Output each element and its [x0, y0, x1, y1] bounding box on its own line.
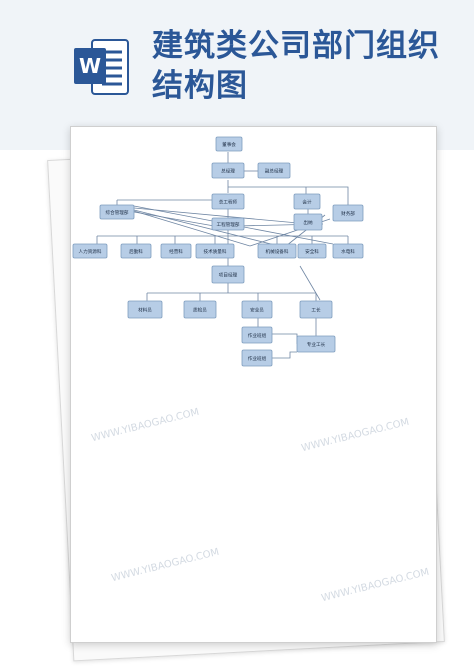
org-node-team-b: 作业班组	[241, 349, 273, 367]
org-node-box	[257, 243, 297, 259]
org-node-box	[211, 162, 245, 179]
org-node-label: 作业班组	[248, 355, 267, 362]
org-node-safety: 安全员	[241, 300, 273, 319]
org-node-box	[332, 204, 364, 222]
org-node-label: 工长	[311, 307, 321, 314]
org-node-box	[241, 300, 273, 319]
word-logo-letter: W	[79, 54, 101, 78]
org-node-machine: 机械设备科	[257, 243, 297, 259]
org-node-cashier: 出纳	[293, 213, 323, 231]
org-node-label: 材料员	[138, 307, 152, 314]
org-node-tech: 技术质量科	[195, 243, 235, 259]
org-node-label: 专业工长	[307, 341, 326, 348]
org-node-gm: 总经理	[211, 162, 245, 179]
org-node-box	[211, 217, 245, 231]
org-node-label: 作业班组	[248, 332, 267, 339]
org-node-box	[257, 162, 291, 179]
org-node-label: 董事会	[222, 141, 236, 148]
org-node-label: 项目经理	[219, 272, 238, 279]
org-node-safety-dept: 安全科	[297, 243, 327, 259]
org-node-label: 总经理	[221, 168, 235, 175]
org-node-box	[211, 193, 245, 210]
org-node-label: 机械设备科	[266, 248, 289, 255]
org-node-label: 经营科	[169, 248, 183, 255]
org-node-chief-eng: 总工程师	[211, 193, 245, 210]
org-node-eng-mgmt: 工程管理部	[211, 217, 245, 231]
org-node-box	[296, 335, 336, 353]
org-node-box	[160, 243, 192, 259]
org-node-label: 水电科	[341, 248, 355, 255]
org-node-label: 副总经理	[265, 168, 284, 175]
org-node-water: 水电科	[332, 243, 364, 259]
org-node-label: 财务部	[341, 210, 355, 217]
org-node-box	[127, 300, 163, 319]
org-node-hr: 人力资源科	[72, 243, 108, 259]
org-node-deputy: 副总经理	[257, 162, 291, 179]
org-node-budget: 经营科	[160, 243, 192, 259]
org-node-worker: 专业工长	[296, 335, 336, 353]
org-node-label: 安全科	[305, 248, 319, 255]
org-node-box	[183, 300, 217, 319]
org-node-label: 后勤科	[129, 248, 143, 255]
org-node-box	[211, 265, 245, 284]
word-icon: W	[74, 39, 129, 95]
org-node-box	[120, 243, 152, 259]
org-node-box	[293, 193, 321, 210]
org-node-box	[99, 204, 135, 220]
org-node-team-a: 作业班组	[241, 326, 273, 344]
org-node-label: 技术质量科	[204, 248, 227, 255]
org-node-quality: 质检员	[183, 300, 217, 319]
org-node-label: 工程管理部	[217, 221, 240, 228]
org-node-label: 会计	[302, 199, 312, 206]
document-title: 建筑类公司部门组织结构图	[152, 28, 440, 104]
org-node-label: 质检员	[193, 307, 207, 314]
org-node-box	[72, 243, 108, 259]
org-node-box	[332, 243, 364, 259]
org-node-box	[241, 326, 273, 344]
org-node-foreman: 工长	[299, 300, 333, 319]
org-node-box	[297, 243, 327, 259]
org-node-box	[241, 349, 273, 367]
org-node-label: 总工程师	[219, 199, 238, 206]
org-node-board: 董事会	[215, 136, 243, 152]
org-node-acct: 会计	[293, 193, 321, 210]
org-node-box	[299, 300, 333, 319]
org-node-office: 后勤科	[120, 243, 152, 259]
org-node-finance: 财务部	[332, 204, 364, 222]
org-node-material: 材料员	[127, 300, 163, 319]
org-node-box	[215, 136, 243, 152]
org-node-label: 人力资源科	[79, 248, 102, 255]
org-node-admin: 综合管理部	[99, 204, 135, 220]
org-node-box	[195, 243, 235, 259]
org-node-label: 综合管理部	[106, 209, 129, 216]
org-node-label: 出纳	[303, 219, 313, 226]
org-node-pm: 项目经理	[211, 265, 245, 284]
org-node-box	[293, 213, 323, 231]
org-node-label: 安全员	[250, 307, 264, 314]
